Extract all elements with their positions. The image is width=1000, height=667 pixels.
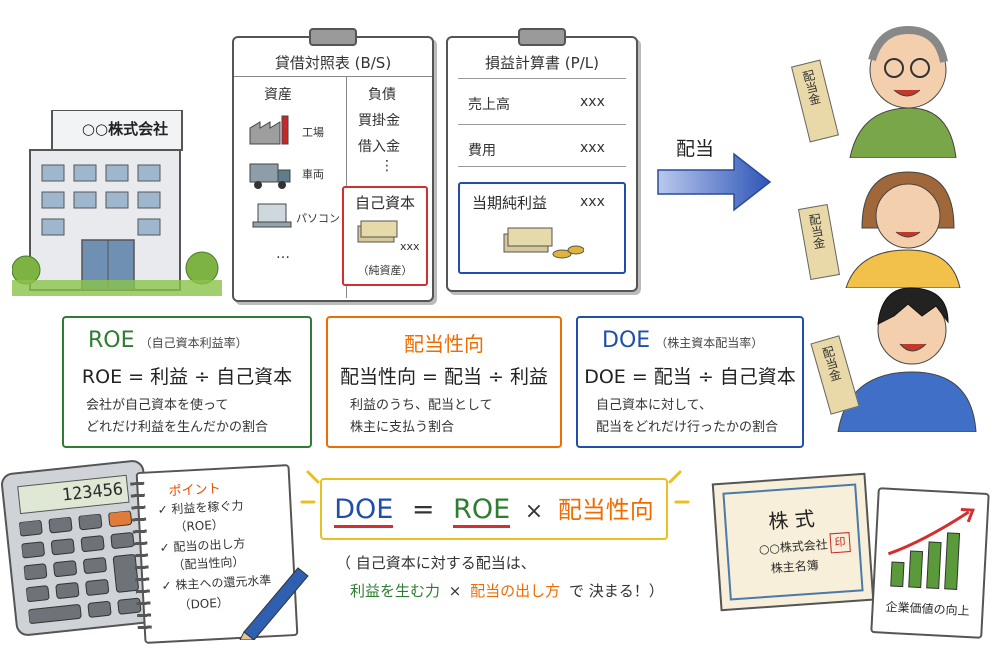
formula-doe: DOE	[334, 494, 394, 528]
shareholder-woman: 配当金	[796, 158, 966, 289]
formula-times: ×	[524, 499, 544, 524]
net-income-box: 当期純利益 xxx	[458, 182, 626, 274]
bs-divider	[234, 76, 432, 77]
pl-line	[458, 78, 626, 79]
truck-icon	[248, 158, 294, 194]
formula-equals: =	[411, 494, 435, 525]
dividend-arrow-label: 配当	[676, 138, 715, 160]
explanation-times: ×	[448, 582, 462, 600]
laptop-icon	[252, 202, 292, 236]
explanation-roe-part: 利益を生む力	[350, 582, 441, 600]
pl-expense-label: 費用	[468, 143, 496, 159]
calculator-display: 123456	[17, 474, 130, 515]
asset-pc: パソコン	[296, 212, 340, 225]
asset-vehicle: 車両	[302, 168, 324, 181]
balance-sheet-board: 貸借対照表 (B/S) 資産 工場 車両 パソコン … 負債 買掛金 借入金 ⋮…	[232, 28, 434, 302]
payout-formula: 配当性向 = 配当 ÷ 利益	[340, 366, 548, 388]
equity-title: 自己資本	[354, 194, 415, 212]
doe-box: DOE （株主資本配当率） DOE = 配当 ÷ 自己資本 自己資本に対して、 …	[576, 316, 804, 448]
balance-sheet-title: 貸借対照表 (B/S)	[274, 54, 392, 72]
stock-certificate: 株 式 ○○株式会社 株主名簿 印	[711, 472, 875, 612]
asset-factory: 工場	[302, 126, 324, 139]
pl-sales-value: xxx	[580, 94, 605, 110]
main-formula-box: DOE = ROE × 配当性向	[320, 478, 668, 540]
doe-desc-2: 配当をどれだけ行ったかの割合	[596, 420, 779, 435]
pl-line	[458, 124, 626, 125]
certificate-seal: 印	[829, 532, 851, 554]
notebook-item: （ROE）	[174, 517, 225, 535]
dividend-arrow-icon	[656, 150, 774, 218]
company-name-plate: ○○株式会社	[81, 120, 169, 138]
shareholder-young-man: 配当金	[808, 272, 978, 433]
pl-sales-label: 売上高	[468, 97, 510, 113]
doe-paren: （株主資本配当率）	[655, 336, 764, 350]
liabilities-header: 負債	[368, 87, 396, 103]
explanation-tail: で 決まる！）	[568, 582, 664, 600]
roe-formula: ROE = 利益 ÷ 自己資本	[81, 366, 293, 388]
dividend-slip-label: 配当金	[819, 344, 843, 383]
income-statement-board: 損益計算書 (P/L) 売上高 xxx 費用 xxx 当期純利益 xxx	[446, 28, 638, 292]
pl-expense-value: xxx	[580, 140, 605, 156]
formula-payout: 配当性向	[557, 496, 654, 524]
roe-desc-1: 会社が自己資本を使って	[86, 398, 229, 413]
equity-value: xxx	[400, 240, 420, 253]
payout-box: 配当性向 配当性向 = 配当 ÷ 利益 利益のうち、配当として 株主に支払う割合	[326, 316, 562, 448]
doe-desc-1: 自己資本に対して、	[596, 398, 712, 413]
net-income-label: 当期純利益	[472, 194, 548, 212]
liability-payables: 買掛金	[358, 113, 400, 129]
roe-paren: （自己資本利益率）	[139, 336, 248, 350]
equity-sub: （純資産）	[357, 264, 413, 277]
doe-name: DOE	[602, 328, 651, 353]
income-statement-title: 損益計算書 (P/L)	[485, 54, 599, 72]
liability-more: ⋮	[380, 158, 394, 174]
clipboard-clip	[309, 28, 357, 46]
factory-icon	[248, 114, 294, 150]
growth-card: 企業価値の向上	[870, 487, 990, 639]
roe-name: ROE	[88, 328, 135, 353]
equity-box: 自己資本 xxx （純資産）	[342, 186, 428, 286]
company-building: ○○株式会社	[11, 109, 222, 300]
growth-label: 企業価値の向上	[885, 599, 970, 619]
formula-sparkles-icon	[300, 462, 690, 556]
dividend-slip-label: 配当金	[806, 212, 827, 251]
cash-stack-icon	[356, 216, 398, 250]
notebook-item: （DOE）	[178, 595, 230, 613]
payout-desc-1: 利益のうち、配当として	[350, 398, 493, 413]
payout-desc-2: 株主に支払う割合	[350, 420, 455, 435]
calculator: 123456	[0, 458, 161, 638]
dividend-slip-label: 配当金	[799, 68, 823, 107]
roe-desc-2: どれだけ利益を生んだかの割合	[86, 420, 269, 435]
formula-explanation-line-1: （ 自己資本に対する配当は、	[336, 554, 536, 572]
pl-line	[458, 166, 626, 167]
building-illustration	[11, 109, 222, 296]
notebook-title: ポイント	[168, 481, 222, 500]
shareholder-elder: 配当金	[790, 8, 960, 159]
asset-more: …	[276, 246, 290, 262]
notebook-item: ✓ 利益を稼ぐ力	[157, 498, 244, 518]
formula-roe: ROE	[453, 494, 511, 528]
growth-bar-chart-icon	[887, 508, 975, 590]
clipboard-clip	[518, 28, 566, 46]
explanation-payout-part: 配当の出し方	[470, 582, 561, 600]
pencil-icon	[236, 560, 316, 644]
net-income-value: xxx	[580, 194, 605, 210]
roe-box: ROE （自己資本利益率） ROE = 利益 ÷ 自己資本 会社が自己資本を使っ…	[62, 316, 312, 448]
liability-borrowings: 借入金	[358, 139, 400, 155]
doe-formula: DOE = 配当 ÷ 自己資本	[584, 366, 796, 388]
payout-name: 配当性向	[404, 332, 484, 356]
money-coins-icon	[500, 220, 585, 266]
notebook-item: （配当性向）	[172, 554, 245, 573]
calculator-keys	[18, 510, 142, 624]
assets-header: 資産	[264, 87, 292, 103]
